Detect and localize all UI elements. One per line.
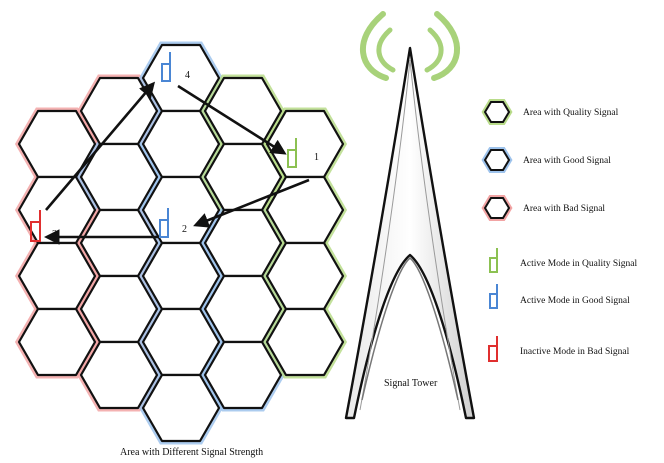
legend-item-active-good: Active Mode in Good Signal [490, 284, 630, 308]
legend-item-good-area: Area with Good Signal [485, 150, 611, 170]
device-icon-bad [489, 346, 497, 361]
legend-label: Active Mode in Good Signal [520, 296, 630, 306]
device-3-label: 3 [52, 229, 57, 240]
legend: Area with Quality Signal Area with Good … [485, 102, 638, 361]
legend-label: Area with Quality Signal [523, 108, 619, 118]
legend-item-bad-area: Area with Bad Signal [485, 198, 605, 218]
signal-arc-left-inner [379, 30, 393, 70]
device-icon-quality [490, 258, 497, 272]
device-1-label: 1 [314, 152, 319, 163]
legend-label: Area with Bad Signal [523, 204, 605, 214]
legend-label: Inactive Mode in Bad Signal [520, 347, 630, 357]
signal-arc-right-outer [434, 14, 457, 78]
tower-body [346, 48, 474, 418]
tower-label: Signal Tower [384, 378, 438, 389]
hexagon-cell-grid [19, 45, 343, 441]
device-4-label: 4 [185, 70, 190, 81]
legend-label: Area with Good Signal [523, 156, 611, 166]
legend-item-inactive-bad: Inactive Mode in Bad Signal [489, 336, 630, 361]
signal-arc-left-outer [363, 14, 386, 78]
signal-arc-right-inner [427, 30, 441, 70]
legend-item-active-quality: Active Mode in Quality Signal [490, 248, 638, 272]
legend-item-quality-area: Area with Quality Signal [485, 102, 619, 122]
device-2-label: 2 [182, 224, 187, 235]
device-icon-good [490, 294, 497, 308]
signal-tower: Signal Tower [346, 14, 474, 418]
grid-caption: Area with Different Signal Strength [120, 447, 263, 458]
legend-label: Active Mode in Quality Signal [520, 259, 638, 269]
